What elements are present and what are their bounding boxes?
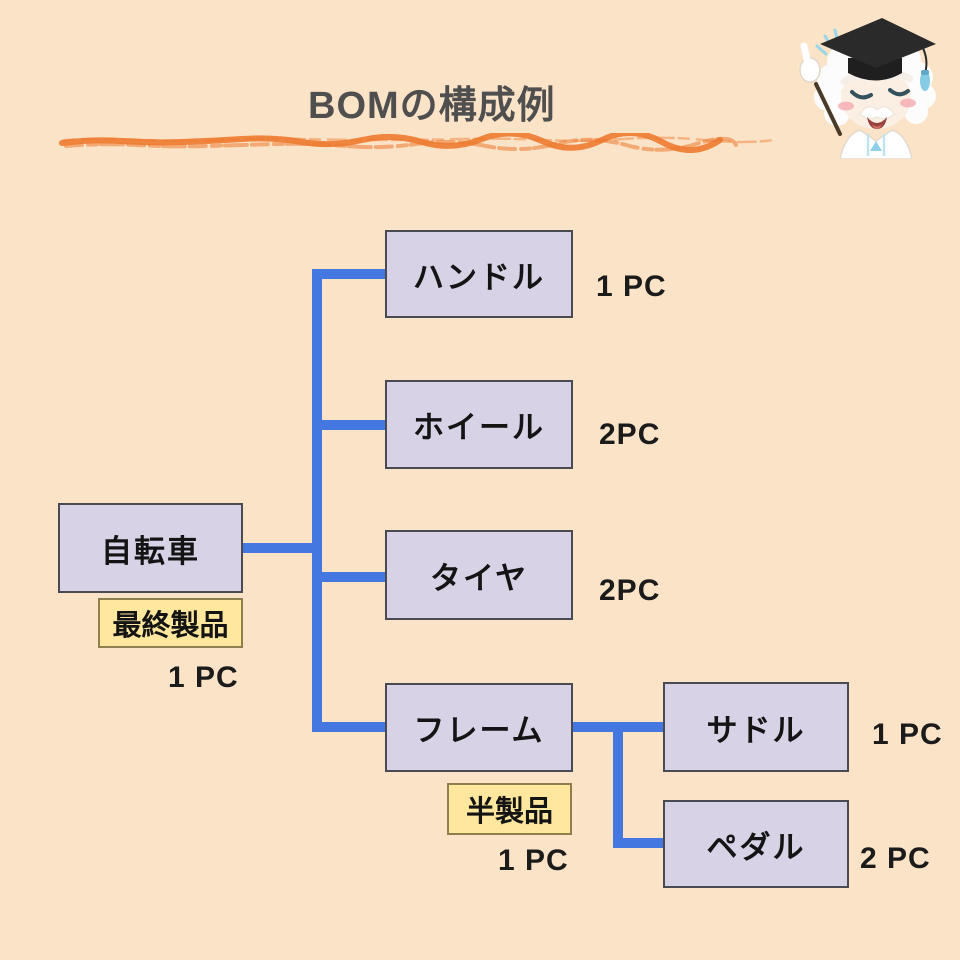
connector-frame-subtrunk [613,722,623,848]
qty-pedal: 2 PC [860,842,931,875]
connector-to-handle [312,269,388,279]
qty-handle: 1 PC [596,270,667,303]
connector-trunk [312,269,322,732]
professor-character [799,18,936,159]
qty-wheel: 2PC [599,418,661,451]
connector-to-pedal [613,838,663,848]
node-handle-label: ハンドル [413,259,545,295]
page-title: BOMの構成例 [308,85,556,127]
crayon-underline [59,133,774,153]
node-pedal-label: ペダル [706,829,806,865]
connector-root-to-trunk [243,543,322,553]
tag-final-product-label: 最終製品 [112,610,229,642]
node-saddle-label: サドル [706,712,806,748]
connector-to-wheel [312,420,388,430]
qty-tire: 2PC [599,574,661,607]
tag-semi-product-label: 半製品 [465,796,553,828]
tag-final-product: 最終製品 [98,598,243,648]
node-saddle: サドル [663,682,849,772]
node-tire-label: タイヤ [429,560,529,596]
qty-bicycle: 1 PC [168,661,239,694]
node-frame: フレーム [385,683,573,772]
qty-saddle: 1 PC [872,718,943,751]
node-bicycle: 自転車 [58,503,243,593]
connector-to-frame [312,722,388,732]
node-wheel: ホイール [385,380,573,469]
qty-frame: 1 PC [498,844,569,877]
node-pedal: ペダル [663,800,849,888]
node-tire: タイヤ [385,530,573,620]
node-bicycle-label: 自転車 [101,533,200,569]
node-handle: ハンドル [385,230,573,318]
node-wheel-label: ホイール [413,410,545,445]
tag-semi-product: 半製品 [447,783,572,835]
node-frame-label: フレーム [413,713,545,748]
connector-to-tire [312,572,388,582]
